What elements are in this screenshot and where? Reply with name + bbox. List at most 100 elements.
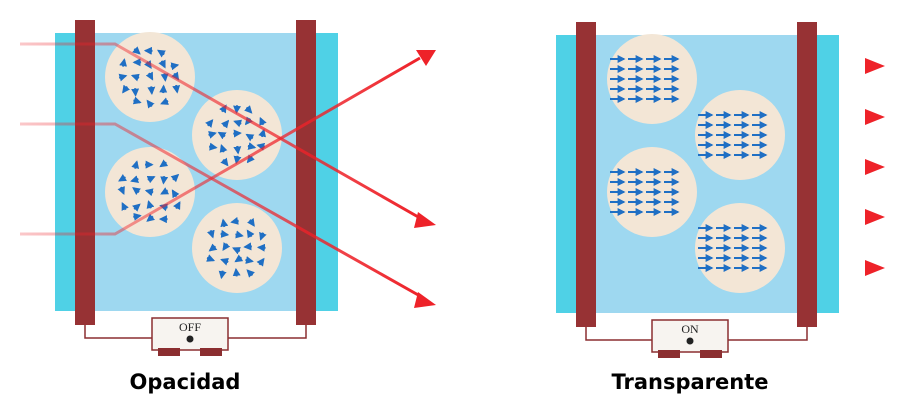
arrow-icon <box>233 119 243 128</box>
arrow-icon <box>258 128 266 138</box>
dot-icon <box>686 337 694 345</box>
arrow-icon <box>206 254 216 262</box>
light-ray <box>20 56 421 236</box>
arrow-icon <box>160 175 169 185</box>
arrow-icon <box>246 269 255 278</box>
panel-off: OFF Opacidad <box>20 20 436 394</box>
arrowhead-icon <box>865 260 885 276</box>
electrode-left-b <box>296 20 316 325</box>
arrow-icon <box>218 270 227 280</box>
arrow-icon <box>160 97 170 105</box>
arrow-icon <box>245 256 254 264</box>
wire <box>728 327 808 341</box>
switch-label-off: OFF <box>179 320 201 334</box>
electrode-right-b <box>797 22 817 327</box>
arrow-icon <box>232 247 241 255</box>
arrow-icon <box>122 84 131 94</box>
arrow-icon <box>234 254 244 263</box>
light-ray <box>20 42 421 220</box>
arrow-icon <box>121 202 129 211</box>
arrow-icon <box>130 73 140 82</box>
light-rays-on <box>540 64 868 270</box>
arrow-icon <box>233 145 242 155</box>
arrow-icon <box>205 119 214 128</box>
arrow-icon <box>219 144 228 153</box>
arrow-icon <box>207 229 215 239</box>
panel-on: ON Transparente <box>540 22 885 394</box>
arrow-icon <box>247 217 255 227</box>
arrow-icon <box>256 257 265 267</box>
switch-base <box>658 350 680 358</box>
switch-on: ON <box>651 319 729 358</box>
light-rays-off <box>20 42 421 298</box>
arrow-icon <box>217 131 227 140</box>
arrow-icon <box>160 187 170 195</box>
switch-base <box>158 348 180 356</box>
wiring-off <box>84 325 307 339</box>
arrow-icon <box>230 216 239 225</box>
arrow-icon <box>156 49 166 58</box>
arrow-icon <box>130 175 140 183</box>
arrow-icon <box>233 155 242 165</box>
droplet <box>192 90 282 180</box>
arrow-icon <box>158 59 166 69</box>
electrode-right-a <box>576 22 596 327</box>
wire <box>585 327 652 341</box>
arrow-icon <box>208 243 218 252</box>
arrow-icon <box>117 186 125 195</box>
arrow-icon <box>132 203 141 212</box>
arrow-icon <box>131 160 140 169</box>
arrowhead-icon <box>865 58 885 74</box>
arrow-icon <box>171 189 180 199</box>
switch-label-on: ON <box>681 322 699 336</box>
arrow-icon <box>220 119 230 129</box>
arrow-icon <box>222 242 231 251</box>
arrow-icon <box>132 96 142 105</box>
arrow-icon <box>208 142 218 151</box>
arrowhead-icon <box>416 50 436 66</box>
arrow-icon <box>132 46 141 55</box>
switch-body <box>151 317 229 351</box>
arrow-icon <box>233 105 242 114</box>
wiring-on <box>585 327 808 341</box>
arrow-icon <box>259 116 267 126</box>
molecules-scattered <box>117 46 267 280</box>
arrow-icon <box>159 159 169 168</box>
caption-opacidad: Opacidad <box>130 370 241 394</box>
arrow-icon <box>232 267 241 277</box>
arrow-icon <box>235 230 244 239</box>
wire <box>228 325 307 339</box>
switch-off: OFF <box>151 317 229 356</box>
arrowhead-icon <box>865 159 885 175</box>
arrowhead-icon <box>414 212 436 228</box>
switch-base <box>200 348 222 356</box>
ray-heads-on <box>865 58 885 276</box>
arrow-icon <box>118 173 127 182</box>
arrow-icon <box>170 62 180 71</box>
arrow-icon <box>118 73 128 82</box>
arrow-icon <box>172 84 181 94</box>
droplet <box>192 203 282 293</box>
arrow-icon <box>220 258 230 266</box>
wire <box>84 325 152 339</box>
arrow-icon <box>220 229 230 238</box>
caption-transparente: Transparente <box>611 370 768 394</box>
arrow-icon <box>146 99 155 109</box>
arrowhead-icon <box>414 292 436 308</box>
arrow-icon <box>247 142 257 150</box>
arrow-icon <box>146 200 155 209</box>
arrow-icon <box>146 213 155 222</box>
arrowhead-icon <box>865 209 885 225</box>
arrow-icon <box>246 154 255 164</box>
arrow-icon <box>147 86 156 95</box>
arrow-icon <box>208 130 217 139</box>
arrowhead-icon <box>865 109 885 125</box>
arrow-icon <box>244 105 253 114</box>
arrow-icon <box>133 212 142 221</box>
switch-base <box>700 350 722 358</box>
arrow-icon <box>245 133 255 142</box>
electrode-left-a <box>75 20 95 325</box>
arrow-icon <box>132 187 141 196</box>
switch-body <box>651 319 729 353</box>
